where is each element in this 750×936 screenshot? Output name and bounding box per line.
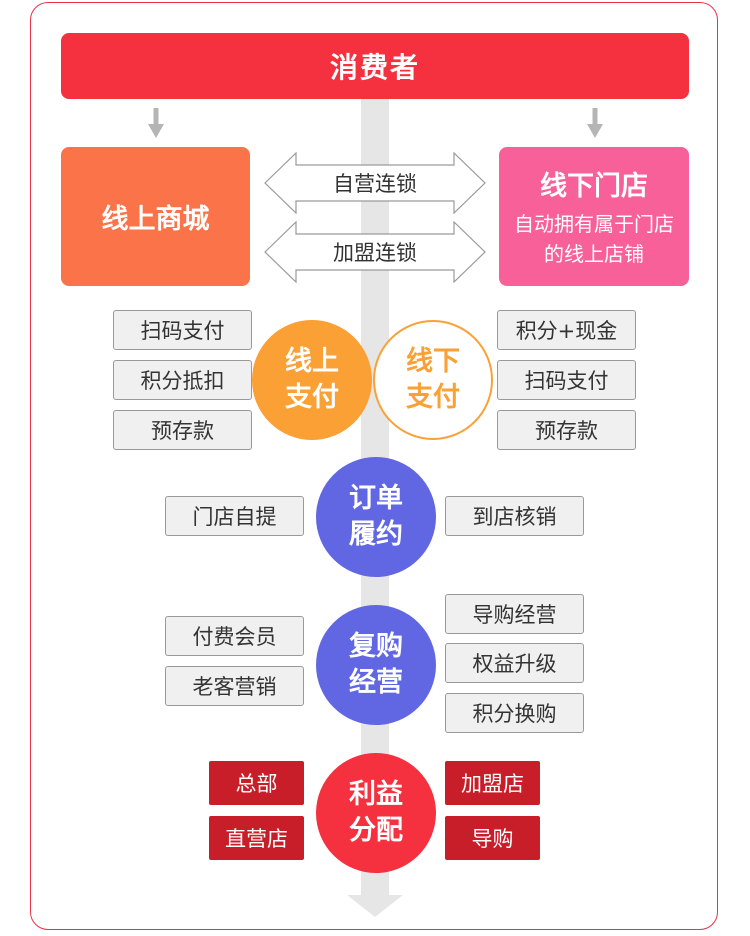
repeat-purchase-circle: 复购经营 [316,605,436,725]
offline-store-desc: 自动拥有属于门店的线上店铺 [514,212,674,266]
offline-store-block: 线下门店 自动拥有属于门店的线上店铺 [499,147,689,286]
benefit-right-item: 导购 [445,816,540,860]
franchise-chain-arrow: 加盟连锁 [264,221,486,283]
offline-pay-method: 扫码支付 [497,360,636,400]
repeat-left-item: 付费会员 [165,616,304,656]
online-pay-title: 线上支付 [285,346,339,413]
consumer-bar: 消费者 [61,33,689,99]
franchise-chain-label: 加盟连锁 [333,241,417,265]
benefit-left-item: 直营店 [209,816,304,860]
offline-store-title: 线下门店 [540,171,648,202]
self-operated-chain-label: 自营连锁 [333,172,417,196]
order-fulfilment-circle: 订单履约 [316,457,436,577]
down-arrow-icon-left [148,108,164,138]
benefit-left-item: 总部 [209,761,304,805]
order-fulfilment-title: 订单履约 [349,483,403,550]
online-pay-method: 积分抵扣 [113,360,252,400]
online-pay-circle: 线上支付 [252,320,372,440]
double-arrow-icon [264,221,486,283]
offline-pay-circle: 线下支付 [373,320,493,440]
offline-pay-method: 预存款 [497,410,636,450]
repeat-right-item: 权益升级 [445,643,584,683]
down-arrow-icon-right [587,108,603,138]
order-left-item: 门店自提 [165,496,304,536]
repeat-purchase-title: 复购经营 [349,631,403,698]
order-right-item: 到店核销 [445,496,584,536]
repeat-left-item: 老客营销 [165,666,304,706]
diagram-frame [30,2,718,930]
double-arrow-icon [264,152,486,214]
benefit-distribution-circle: 利益分配 [316,753,436,873]
repeat-right-item: 导购经营 [445,594,584,634]
online-mall-block: 线上商城 [61,147,250,286]
central-flow-arrow-head [347,895,403,917]
offline-pay-method: 积分+现金 [497,310,636,350]
online-pay-method: 预存款 [113,410,252,450]
repeat-right-item: 积分换购 [445,693,584,733]
self-operated-chain-arrow: 自营连锁 [264,152,486,214]
offline-pay-title: 线下支付 [406,346,460,413]
online-pay-method: 扫码支付 [113,310,252,350]
benefit-distribution-title: 利益分配 [349,779,403,846]
benefit-right-item: 加盟店 [445,761,540,805]
